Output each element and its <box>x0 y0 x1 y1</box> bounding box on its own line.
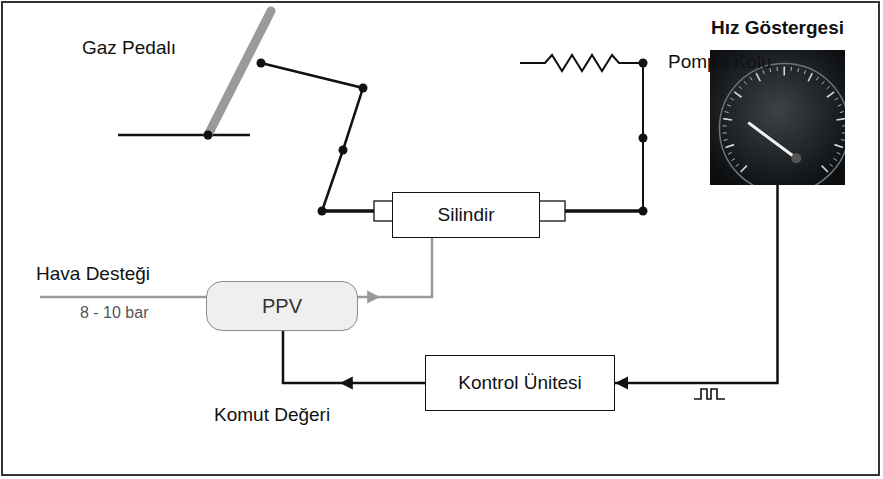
part-label: Gaz Pedalı <box>82 37 176 59</box>
dial-tick <box>827 86 830 89</box>
connector <box>358 238 432 297</box>
dial-tick <box>776 67 777 71</box>
dial-tick <box>835 98 838 100</box>
cylinder-rod <box>374 201 393 221</box>
part-label: Pompa Kolu <box>668 51 772 73</box>
dial-tick <box>836 119 845 120</box>
dial-tick <box>830 164 833 166</box>
dial-tick <box>734 92 741 97</box>
dial-tick <box>816 77 818 80</box>
joint-dot <box>359 84 368 93</box>
floor-line <box>118 134 250 137</box>
dial-tick <box>804 70 805 74</box>
cylinder-box: Silindir <box>392 192 540 238</box>
linkage <box>261 63 363 211</box>
joint-dot <box>639 59 648 68</box>
joint-dot <box>318 207 327 216</box>
dial-tick <box>837 152 841 154</box>
dial-tick <box>756 73 760 81</box>
joint-dot <box>639 134 648 143</box>
dial-tick <box>736 164 739 166</box>
dial-tick <box>840 112 844 113</box>
rod-right <box>565 209 643 213</box>
arrowhead <box>367 291 380 304</box>
dial-tick <box>744 81 747 84</box>
spring-symbol <box>520 55 643 71</box>
pressure-label: 8 - 10 bar <box>80 304 148 322</box>
dial-tick <box>797 68 799 72</box>
dial-tick <box>732 159 735 161</box>
arrowhead <box>615 377 628 390</box>
dial-tick <box>834 145 843 148</box>
pulse-symbol <box>694 389 725 399</box>
dial-ring <box>719 64 845 186</box>
dial-tick <box>730 98 733 100</box>
node-text: Silindir <box>437 204 494 226</box>
pedal-arm <box>208 11 271 135</box>
rod-left <box>322 209 376 213</box>
air-line <box>40 296 207 299</box>
arrowhead <box>340 377 353 390</box>
dial-tick <box>827 92 834 97</box>
dial-tick <box>791 67 792 71</box>
gauge-title: Hız Göstergesi <box>711 17 844 39</box>
dial-tick <box>822 166 828 172</box>
dial-tick <box>723 119 732 120</box>
dial-tick <box>822 81 825 84</box>
control-unit-box: Kontrol Ünitesi <box>425 355 615 411</box>
needle-hub <box>791 153 801 163</box>
signal-label: Hava Desteği <box>36 263 150 285</box>
dial-tick <box>741 166 747 172</box>
cylinder-rod <box>539 201 565 221</box>
node-text: Kontrol Ünitesi <box>458 372 582 394</box>
connector <box>615 185 778 383</box>
connector <box>283 331 425 383</box>
node-text: PPV <box>262 295 302 318</box>
dial-tick <box>725 145 734 148</box>
valve-box: PPV <box>206 281 358 331</box>
dial-tick <box>841 139 845 141</box>
dial-tick <box>723 132 727 133</box>
dial-tick <box>808 73 812 81</box>
joint-dot <box>339 146 348 155</box>
dial-tick <box>727 105 731 107</box>
joint-dot <box>204 131 213 140</box>
dial-tick <box>722 125 726 126</box>
joint-dot <box>257 59 266 68</box>
dial-tick <box>724 139 728 141</box>
edge-label: Komut Değeri <box>214 404 330 426</box>
dial-tick <box>739 86 742 89</box>
dial-needle <box>749 123 796 158</box>
dial-tick <box>725 112 729 113</box>
dial-tick <box>834 159 837 161</box>
dial-tick <box>842 125 845 126</box>
dial-tick <box>728 152 732 154</box>
dial-tick <box>842 132 845 133</box>
dial-tick <box>750 77 752 80</box>
joint-dot <box>639 207 648 216</box>
dial-tick <box>838 105 842 107</box>
dial-tick <box>783 67 785 76</box>
